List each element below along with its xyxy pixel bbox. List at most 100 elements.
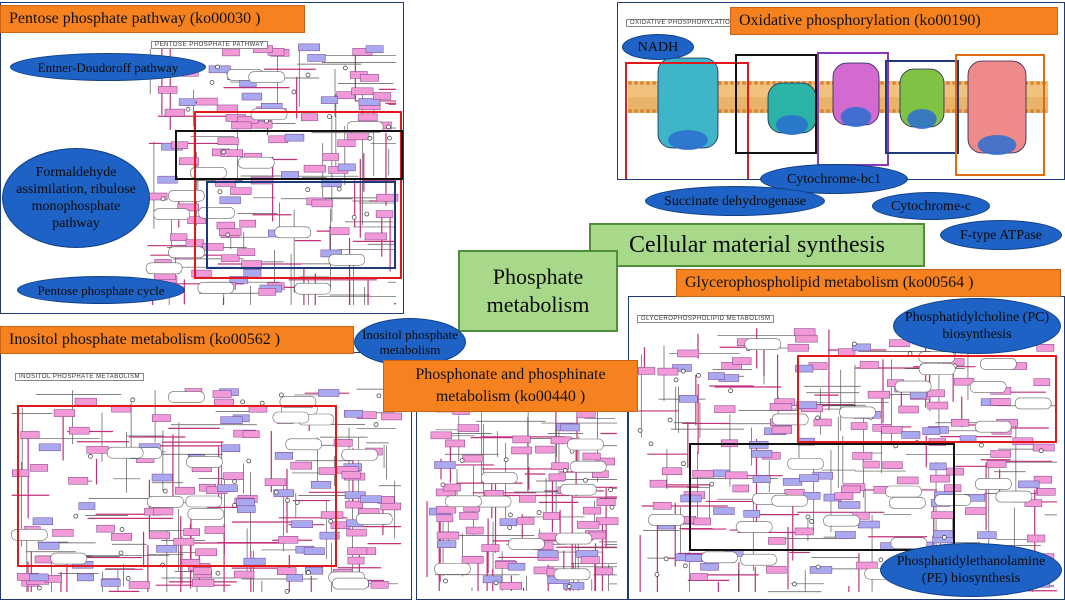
- enzyme-box: [320, 511, 344, 519]
- enzyme-box: [241, 92, 263, 101]
- enzyme-box: [1018, 480, 1040, 489]
- enzyme-box: [685, 554, 703, 562]
- enzyme-box: [158, 86, 178, 94]
- lipid-head: [718, 81, 722, 85]
- pentose-black-frame: [175, 130, 403, 180]
- lipid-head: [730, 109, 734, 113]
- enzyme-box: [319, 531, 340, 540]
- enzyme-box: [243, 269, 262, 277]
- enzyme-box: [713, 507, 735, 515]
- lipid-head: [754, 109, 758, 113]
- map-link-box: [787, 457, 824, 470]
- complex-v-subunit: [977, 135, 1017, 155]
- map-link-box: [186, 456, 223, 468]
- enzyme-box: [951, 418, 970, 427]
- map-link-box: [889, 497, 926, 509]
- lipid-head: [964, 81, 968, 85]
- compound-node: [609, 504, 615, 510]
- enzyme-box: [221, 444, 241, 452]
- enzyme-box: [96, 524, 115, 533]
- compound-node: [88, 453, 93, 459]
- enzyme-box: [977, 531, 997, 539]
- lipid-head: [820, 81, 824, 85]
- enzyme-box: [320, 96, 339, 104]
- compound-node: [119, 527, 125, 532]
- pe-black-frame: [689, 443, 955, 551]
- enzyme-box: [346, 528, 367, 537]
- enzyme-box: [751, 449, 773, 458]
- compound-node: [682, 563, 688, 569]
- enzyme-box: [357, 113, 378, 122]
- compound-node: [654, 572, 660, 577]
- map-link-box: [197, 281, 235, 294]
- map-link-box: [328, 253, 366, 266]
- map-link-box: [248, 71, 286, 83]
- enzyme-box: [796, 401, 818, 409]
- lipid-head: [880, 109, 884, 113]
- enzyme-box: [196, 97, 218, 106]
- compound-node: [805, 514, 811, 520]
- enzyme-box: [596, 498, 616, 507]
- enzyme-box: [220, 149, 243, 157]
- enzyme-box: [370, 581, 389, 589]
- map-link-box: [294, 282, 331, 295]
- enzyme-box: [595, 567, 613, 576]
- enzyme-box: [193, 567, 212, 575]
- enzyme-box: [212, 390, 232, 398]
- enzyme-box: [652, 502, 672, 510]
- enzyme-box: [278, 536, 299, 544]
- cytochrome-c-label: Cytochrome-c: [872, 192, 990, 220]
- enzyme-box: [149, 531, 170, 540]
- enzyme-box: [852, 452, 873, 460]
- map-link-box: [147, 496, 184, 508]
- enzyme-box: [436, 514, 454, 523]
- map-link-box: [187, 508, 225, 520]
- enzyme-box: [457, 424, 480, 432]
- enzyme-box: [732, 357, 752, 365]
- map-link-box: [823, 514, 860, 527]
- phosphate-metabolism-label: Phosphate metabolism: [458, 250, 618, 332]
- enzyme-box: [436, 531, 460, 540]
- compound-node: [667, 417, 673, 423]
- enzyme-box: [437, 540, 457, 548]
- compound-node: [240, 399, 246, 405]
- cellular-material-synthesis-label: Cellular material synthesis: [589, 223, 925, 267]
- enzyme-box: [1033, 475, 1053, 484]
- enzyme-box: [445, 439, 465, 448]
- oxphos-title: Oxidative phosphorylation (ko00190): [730, 7, 1058, 35]
- enzyme-box: [195, 548, 217, 557]
- enzyme-box: [563, 582, 585, 590]
- enzyme-box: [156, 545, 178, 553]
- enzyme-box: [859, 361, 879, 369]
- compound-node: [342, 65, 348, 71]
- enzyme-box: [693, 517, 711, 526]
- enzyme-box: [233, 570, 255, 579]
- enzyme-box: [333, 439, 353, 447]
- pentose-title: Pentose phosphate pathway (ko00030 ): [0, 5, 305, 33]
- pentose-navy-frame: [206, 181, 396, 269]
- enzyme-box: [1033, 378, 1051, 386]
- map-link-box: [153, 208, 191, 220]
- enzyme-box: [537, 550, 559, 558]
- map-link-box: [740, 553, 777, 566]
- map-link-box: [508, 538, 545, 550]
- enzyme-box: [929, 462, 947, 471]
- enzyme-box: [838, 501, 861, 509]
- lipid-head: [724, 81, 728, 85]
- lipid-head: [760, 109, 764, 113]
- enzyme-box: [178, 98, 196, 106]
- enzyme-box: [662, 467, 683, 475]
- lipid-head: [718, 109, 722, 113]
- enzyme-box: [365, 45, 384, 53]
- enzyme-box: [927, 401, 949, 410]
- map-link-box: [885, 485, 922, 498]
- enzyme-box: [499, 518, 517, 527]
- inositol-phosphate-metabolism-label: Inositol phosphate metabolism: [354, 318, 466, 366]
- enzyme-box: [307, 54, 326, 62]
- map-link-box: [272, 411, 310, 424]
- compound-node: [232, 479, 237, 484]
- complex-v-frame: [955, 54, 1045, 176]
- enzyme-box: [434, 461, 456, 469]
- enzyme-box: [187, 216, 207, 224]
- enzyme-box: [852, 343, 871, 352]
